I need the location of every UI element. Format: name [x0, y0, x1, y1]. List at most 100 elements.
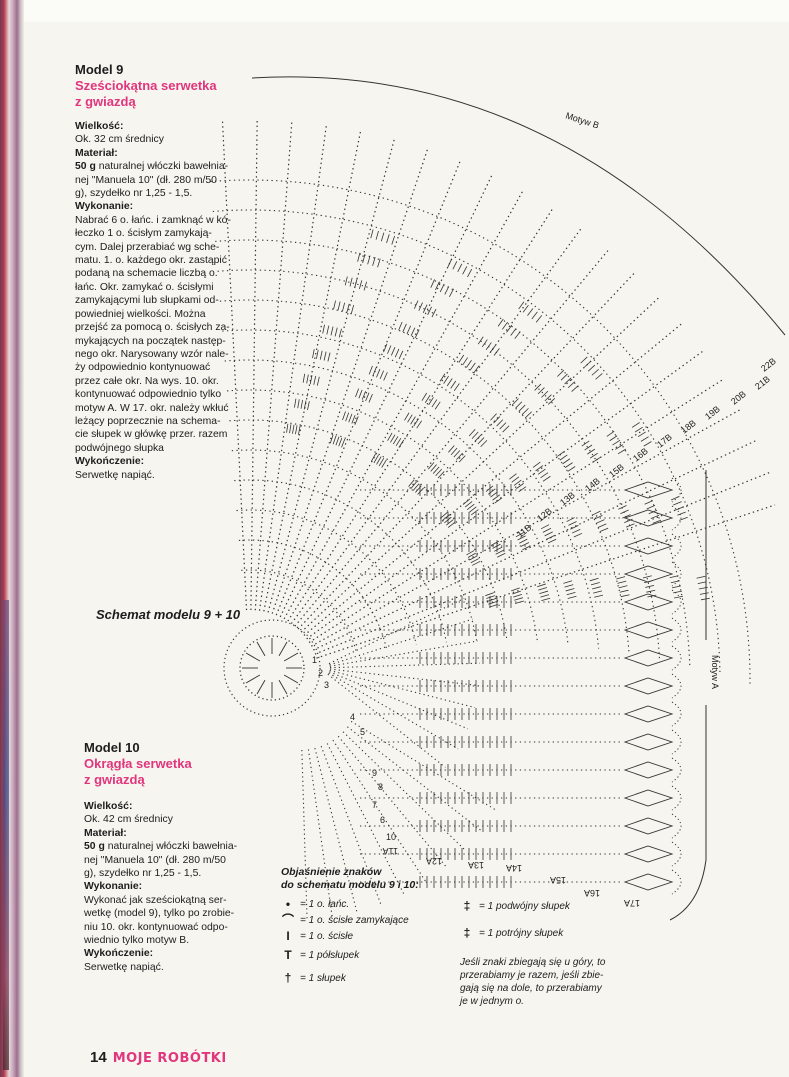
stitch-mark — [669, 575, 679, 579]
round-chain — [224, 359, 569, 645]
stitch-mark — [566, 517, 575, 522]
stitch-mark — [481, 339, 488, 348]
stitch-mark — [584, 444, 593, 451]
stitch-mark — [487, 598, 496, 602]
stitch-mark — [647, 594, 657, 598]
stitch-mark — [673, 501, 682, 506]
page-number: 14 — [90, 1049, 107, 1066]
model10-finishing-label: Wykończenie: — [84, 948, 154, 960]
stitch-mark — [619, 589, 629, 593]
stitch-mark — [589, 577, 599, 582]
text-line: podwójnego słupka — [75, 442, 164, 454]
stitch-mark — [589, 452, 598, 459]
stitch-mark — [417, 487, 424, 495]
text-line: zamykającymi lub słupkami od- — [75, 295, 219, 307]
diamond-motif — [623, 593, 674, 611]
stitch-mark — [363, 281, 367, 291]
stitch-mark — [392, 436, 399, 445]
schema-title: Schemat modelu 9 + 10 — [96, 607, 241, 622]
model9-material-amount: 50 g — [75, 161, 96, 173]
legend-item: ⌒= 1 o. ścisłe zamykające — [281, 914, 451, 927]
round-label-a: 12A — [426, 856, 442, 866]
legend-text: = 1 słupek — [300, 973, 346, 984]
stitch-mark — [616, 576, 626, 580]
radial-chain — [263, 130, 362, 612]
round-chain — [222, 329, 600, 649]
picot-arc — [671, 841, 682, 867]
stitch-mark — [278, 679, 288, 695]
stitch-mark — [538, 587, 548, 591]
stitch-mark — [592, 510, 601, 516]
stitch-mark — [354, 278, 358, 288]
model9-subtitle-2: z gwiazdą — [75, 94, 136, 109]
model9-size-value: Ok. 32 cm średnicy — [75, 134, 164, 146]
round-label-a: 17A — [624, 898, 640, 908]
stitch-mark — [313, 375, 317, 385]
stitch-mark — [300, 399, 304, 409]
model10-title: Model 10 — [84, 740, 140, 755]
radial-chain — [297, 272, 635, 630]
stitch-mark — [326, 325, 330, 335]
stitch-mark — [469, 362, 476, 371]
stitch-mark — [306, 374, 309, 384]
stitch-mark — [596, 519, 605, 524]
stitch-mark — [497, 552, 506, 558]
round-label-inner: 2 — [318, 668, 323, 678]
text-line: Wykonać jak sześciokątną ser- — [84, 894, 227, 906]
stitch-mark — [380, 232, 385, 242]
stitch-mark — [449, 288, 454, 297]
picot-arc — [671, 785, 682, 811]
model10-size-value: Ok. 42 cm średnicy — [84, 814, 173, 826]
stitch-mark — [452, 261, 458, 270]
stitch-mark — [316, 376, 320, 386]
chain-stitch-icon: • — [285, 897, 291, 911]
stitch-mark — [513, 594, 522, 598]
stitch-mark — [620, 509, 629, 515]
stitch-mark — [450, 447, 458, 455]
stitch-mark — [447, 521, 456, 528]
radial-chain — [279, 174, 493, 618]
radial-chain — [271, 148, 429, 614]
stitch-mark — [567, 466, 576, 472]
stitch-mark — [612, 439, 621, 446]
stitch-mark — [319, 350, 323, 360]
stitch-mark — [439, 283, 445, 293]
radial-chain — [283, 190, 524, 620]
model10-material-line: nej "Manuela 10" (dł. 280 m/50 — [84, 854, 226, 866]
stitch-mark — [646, 589, 656, 593]
stitch-mark — [587, 448, 596, 455]
stitch-mark — [509, 473, 517, 480]
stitch-mark — [597, 523, 607, 528]
stitch-mark — [490, 491, 498, 498]
picot-arc — [671, 729, 682, 755]
stitch-mark — [513, 479, 522, 486]
stitch-mark — [365, 392, 370, 402]
stitch-mark — [581, 440, 590, 447]
round-label-inner: 9 — [372, 768, 377, 778]
stitch-mark — [534, 383, 542, 391]
treble-crochet-icon: ‡ — [463, 899, 471, 913]
stitch-mark — [379, 370, 385, 380]
model10-finishing-value: Serwetkę napiąć. — [84, 961, 164, 973]
magazine-spine — [0, 0, 24, 1077]
diamond-motif — [623, 873, 674, 891]
stitch-mark — [474, 434, 482, 442]
round-chain — [236, 509, 417, 645]
stitch-mark — [541, 390, 549, 398]
stitch-mark — [531, 311, 538, 320]
motyw-b-arc — [251, 76, 786, 336]
stitch-mark — [592, 457, 601, 463]
model9-block: Model 9 Sześciokątna serwetka z gwiazdą … — [75, 62, 247, 482]
stitch-mark — [477, 336, 484, 345]
round-label-a: 15A — [550, 875, 566, 885]
model10-block: Model 10 Okrągła serwetka z gwiazdą Wiel… — [84, 740, 256, 974]
stitch-mark — [485, 592, 494, 597]
stitch-mark — [599, 527, 609, 533]
model10-subtitle-2: z gwiazdą — [84, 772, 145, 787]
radial-chain — [313, 439, 757, 651]
text-line: Nabrać 6 o. łańc. i zamknąć w kó- — [75, 214, 231, 226]
stitch-mark — [383, 372, 388, 381]
stitch-mark — [450, 380, 457, 389]
stitch-mark — [394, 348, 400, 358]
